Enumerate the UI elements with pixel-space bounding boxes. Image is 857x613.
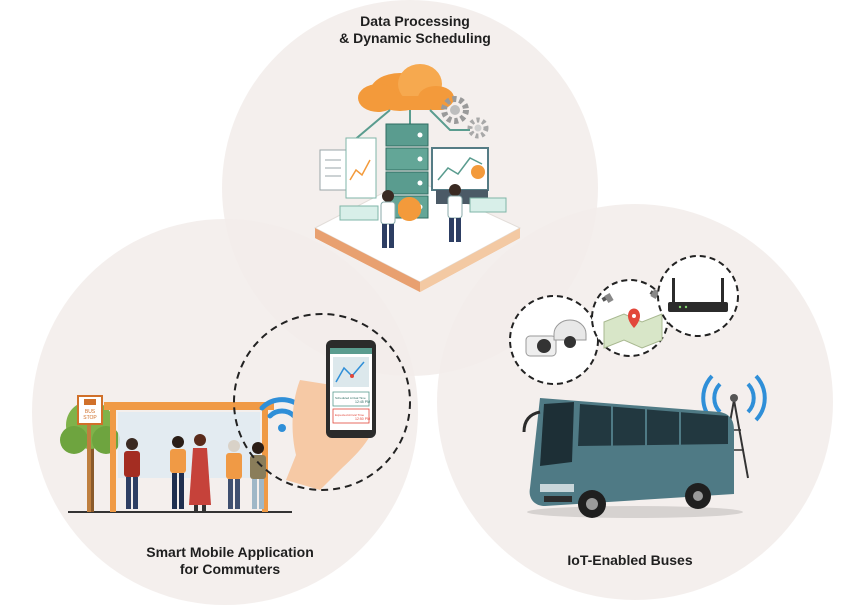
gps-map-icon bbox=[601, 289, 663, 349]
iot-buses-circle bbox=[437, 204, 833, 600]
processing-title-line-1: Data Processing bbox=[360, 13, 470, 29]
bus-icon bbox=[522, 398, 743, 518]
data-center-illustration bbox=[313, 64, 522, 292]
gear-icon bbox=[441, 96, 489, 139]
engineer-figure bbox=[447, 184, 463, 242]
cloud-icon bbox=[358, 64, 454, 112]
processing-title: Data Processing & Dynamic Scheduling bbox=[300, 13, 530, 47]
commuter-figure bbox=[124, 438, 140, 509]
commuter-figure bbox=[170, 436, 186, 509]
router-icon bbox=[668, 278, 728, 312]
document-icon bbox=[319, 137, 377, 199]
commuter-app-title-line-1: Smart Mobile Application bbox=[146, 544, 314, 560]
iot-buses-title: IoT-Enabled Buses bbox=[520, 552, 740, 569]
commuter-figure bbox=[189, 434, 211, 511]
expected-arrival-time: 12:50 PM bbox=[355, 417, 370, 421]
commuter-figure bbox=[226, 440, 242, 509]
processing-title-line-2: & Dynamic Scheduling bbox=[339, 30, 491, 46]
phone-highlight-circle bbox=[233, 313, 411, 491]
scheduled-arrival-label: Scheduled Arrival Time bbox=[335, 396, 366, 400]
bus-stop-sign: BUS STOP bbox=[77, 395, 103, 512]
smartphone-in-hand: Scheduled Arrival Time 12:45 PM Expected… bbox=[286, 340, 376, 490]
analyst-figure bbox=[380, 190, 422, 248]
scheduled-arrival-time: 12:45 PM bbox=[355, 400, 370, 404]
router-device-circle bbox=[657, 255, 739, 337]
satellite-icon bbox=[601, 293, 614, 303]
iot-buses-title-text: IoT-Enabled Buses bbox=[567, 552, 693, 568]
commuter-app-title-line-2: for Commuters bbox=[179, 561, 281, 577]
commuter-app-title: Smart Mobile Application for Commuters bbox=[95, 544, 365, 578]
commuter-figure bbox=[250, 442, 266, 509]
satellite-icon bbox=[649, 289, 660, 299]
bus-stop-sign-text-2: STOP bbox=[83, 415, 97, 421]
bus-stop-sign-text-1: BUS bbox=[85, 409, 96, 415]
expected-arrival-label: Expected Arrival Time bbox=[335, 413, 364, 417]
camera-icon bbox=[525, 319, 587, 357]
